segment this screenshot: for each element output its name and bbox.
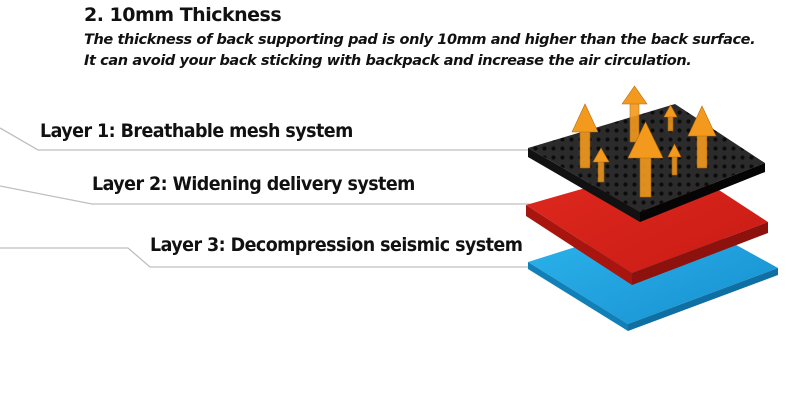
air-flow-arrows (571, 85, 717, 198)
leader-line-layer-1 (0, 127, 535, 151)
air-flow-arrow-icon (571, 103, 599, 169)
description-line-2: It can avoid your back sticking with bac… (84, 53, 692, 69)
leader-lines (0, 127, 535, 268)
layer-3-label: Layer 3: Decompression seismic system (150, 234, 523, 256)
air-flow-arrow-icon (627, 121, 664, 198)
layer-2-label: Layer 2: Widening delivery system (92, 173, 415, 195)
description-line-1: The thickness of back supporting pad is … (84, 32, 756, 48)
layer-1-label: Layer 1: Breathable mesh system (40, 120, 353, 142)
air-flow-arrow-icon (687, 105, 717, 169)
section-title: 2. 10mm Thickness (84, 4, 282, 26)
air-flow-arrow-icon (592, 147, 610, 183)
air-flow-arrow-icon (621, 85, 648, 143)
leader-line-layer-2 (0, 185, 530, 205)
leader-line-layer-3 (0, 247, 528, 268)
air-flow-arrow-icon (663, 104, 678, 132)
air-flow-arrow-icon (667, 143, 682, 176)
